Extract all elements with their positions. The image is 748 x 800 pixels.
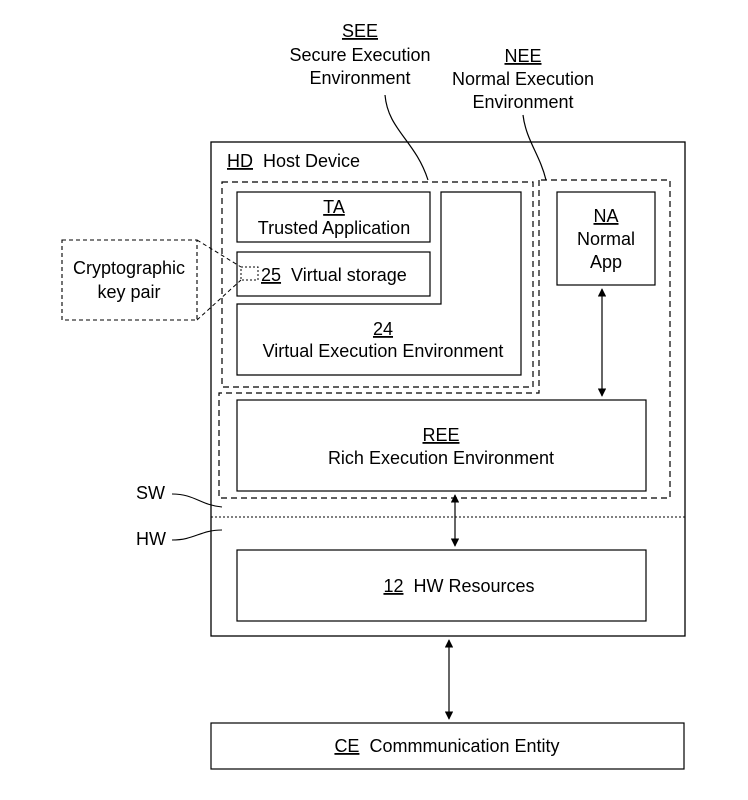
- key-pair-connector-top: [196, 239, 242, 268]
- hw-resources-box: [236, 549, 647, 622]
- sw-label: SW: [136, 483, 165, 503]
- host-device-name: Host Device: [263, 151, 360, 171]
- ree-box: [236, 399, 647, 492]
- hw-label: HW: [136, 529, 166, 549]
- see-ref: SEE: [342, 21, 378, 41]
- cryptographic-key-pair-box: [61, 239, 198, 321]
- communication-entity-ref: CE: [334, 736, 359, 756]
- communication-entity-label: CE Commmunication Entity: [334, 736, 559, 756]
- nee-label: NEE Normal Execution Environment: [452, 46, 594, 112]
- hw-leader-line: [171, 529, 223, 541]
- host-device-ref: HD: [227, 151, 253, 171]
- virtual-storage-label: 25 Virtual storage: [261, 265, 407, 285]
- host-device-label: HD Host Device: [227, 151, 360, 171]
- trusted-application-ref: TA: [323, 197, 345, 217]
- see-line2: Environment: [309, 68, 410, 88]
- normal-app-ref: NA: [593, 206, 618, 226]
- vee-ref: 24: [373, 319, 393, 339]
- key-pair-line2: key pair: [97, 282, 160, 302]
- communication-entity-name: Commmunication Entity: [369, 736, 559, 756]
- trusted-application-box: [236, 191, 431, 243]
- see-line1: Secure Execution: [289, 45, 430, 65]
- ree-name: Rich Execution Environment: [328, 448, 554, 468]
- normal-app-line1: Normal: [577, 229, 635, 249]
- virtual-storage-name: Virtual storage: [291, 265, 407, 285]
- see-region: [221, 181, 534, 388]
- communication-entity-box: [210, 722, 685, 770]
- key-pair-marker: [240, 266, 259, 281]
- normal-app-box: [556, 191, 656, 286]
- host-device-box: [210, 141, 686, 637]
- normal-app-line2: App: [590, 252, 622, 272]
- nee-line2: Environment: [472, 92, 573, 112]
- key-pair-line1: Cryptographic: [73, 258, 185, 278]
- sw-leader-line: [171, 493, 223, 508]
- ree-ref: REE: [422, 425, 459, 445]
- trusted-application-name: Trusted Application: [258, 218, 410, 238]
- hw-resources-label: 12 HW Resources: [383, 576, 534, 596]
- virtual-execution-environment-box: [236, 191, 522, 376]
- nee-line1: Normal Execution: [452, 69, 594, 89]
- vee-name: Virtual Execution Environment: [263, 341, 504, 361]
- hw-resources-ref: 12: [383, 576, 403, 596]
- nee-region: [218, 179, 671, 499]
- virtual-storage-box: [236, 251, 431, 297]
- see-leader-line: [384, 94, 429, 181]
- key-pair-connector-bottom: [196, 279, 242, 321]
- hw-resources-name: HW Resources: [414, 576, 535, 596]
- nee-leader-line: [522, 114, 547, 181]
- see-label: SEE Secure Execution Environment: [289, 21, 430, 88]
- nee-ref: NEE: [504, 46, 541, 66]
- virtual-storage-ref: 25: [261, 265, 281, 285]
